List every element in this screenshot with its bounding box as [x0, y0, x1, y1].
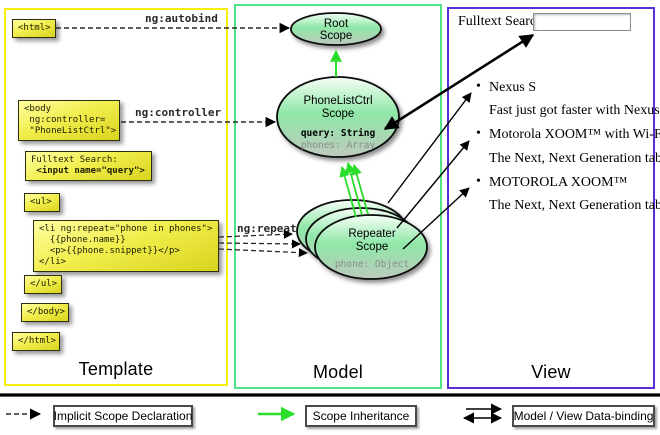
code-box-li-repeat: <li ng:repeat="phone in phones"> {{phone… [33, 220, 219, 272]
ng-repeat-label: ng:repeat [237, 222, 297, 235]
bullet-icon: • [476, 126, 481, 141]
fulltext-search-input[interactable] [533, 13, 631, 31]
ng-autobind-label: ng:autobind [145, 12, 218, 25]
view-item-snippet: The Next, Next Generation tablet. [489, 198, 660, 213]
code-box-body-open: <body ng:controller= "PhoneListCtrl"> [18, 100, 120, 141]
view-search-label: Fulltext Search: [458, 14, 548, 29]
code-box-ul-open: <ul> [24, 193, 60, 212]
view-item-snippet: Fast just got faster with Nexus S. [489, 103, 660, 118]
legend-model-view-binding: Model / View Data-binding [512, 405, 655, 427]
bullet-icon: • [476, 79, 481, 94]
ng-controller-label: ng:controller [135, 106, 222, 119]
bullet-icon: • [476, 174, 481, 189]
code-input-tag: <input name="query"> [31, 166, 145, 176]
view-item-name: Nexus S [489, 80, 537, 95]
code-box-html-close: </html> [12, 332, 60, 351]
view-item-name: Motorola XOOM™ with Wi-Fi [489, 127, 660, 142]
code-box-body-close: </body> [21, 303, 69, 322]
legend-implicit-scope: Implicit Scope Declaration [53, 405, 193, 427]
model-panel-title: Model [312, 362, 364, 382]
code-fulltext-label: Fulltext Search: [31, 155, 118, 165]
code-box-fulltext-search: Fulltext Search: <input name="query"> [25, 151, 152, 181]
view-item-name: MOTOROLA XOOM™ [489, 175, 628, 190]
code-box-ul-close: </ul> [24, 275, 62, 294]
view-panel-title: View [531, 362, 571, 382]
model-panel: Model [234, 4, 442, 389]
template-panel-title: Template [78, 359, 154, 379]
code-box-html-open: <html> [12, 19, 56, 38]
view-item-snippet: The Next, Next Generation tablet. [489, 151, 660, 166]
legend-scope-inheritance: Scope Inheritance [305, 405, 417, 427]
